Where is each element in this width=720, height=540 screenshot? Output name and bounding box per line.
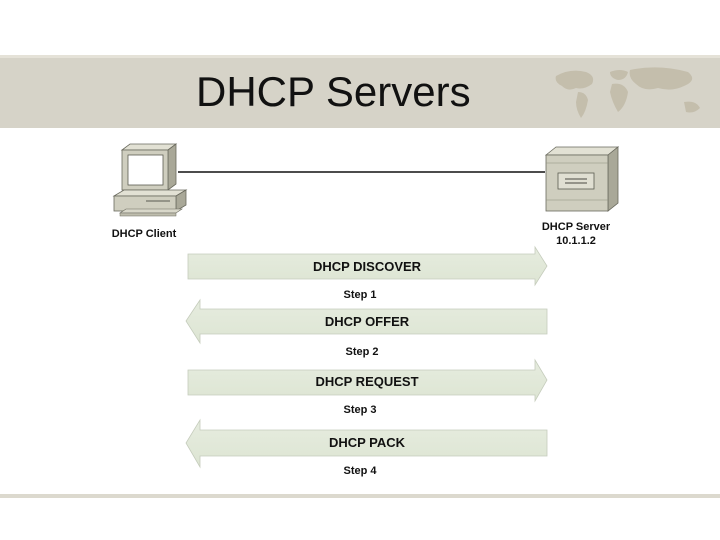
server-label: DHCP Server	[542, 221, 611, 233]
client-label: DHCP Client	[112, 228, 177, 240]
message-arrow: DHCP OFFER	[185, 298, 548, 345]
message-label: DHCP REQUEST	[315, 374, 418, 389]
step-label: Step 4	[343, 465, 377, 477]
message-arrow: DHCP REQUEST	[187, 358, 548, 403]
step-label: Step 1	[343, 289, 376, 301]
title-band	[0, 55, 720, 128]
server-icon	[544, 146, 620, 212]
page-title: DHCP Servers	[196, 68, 471, 115]
message-arrow: DHCP DISCOVER	[187, 245, 548, 287]
message-arrow: DHCP PACK	[185, 418, 548, 469]
message-label: DHCP DISCOVER	[313, 259, 422, 274]
client-computer-icon	[112, 143, 188, 217]
message-label: DHCP PACK	[329, 435, 406, 450]
bottom-rule	[0, 494, 720, 498]
step-label: Step 2	[345, 346, 378, 358]
server-ip: 10.1.1.2	[556, 235, 596, 247]
message-label: DHCP OFFER	[325, 314, 410, 329]
world-map-watermark	[555, 67, 700, 118]
step-label: Step 3	[343, 404, 376, 416]
